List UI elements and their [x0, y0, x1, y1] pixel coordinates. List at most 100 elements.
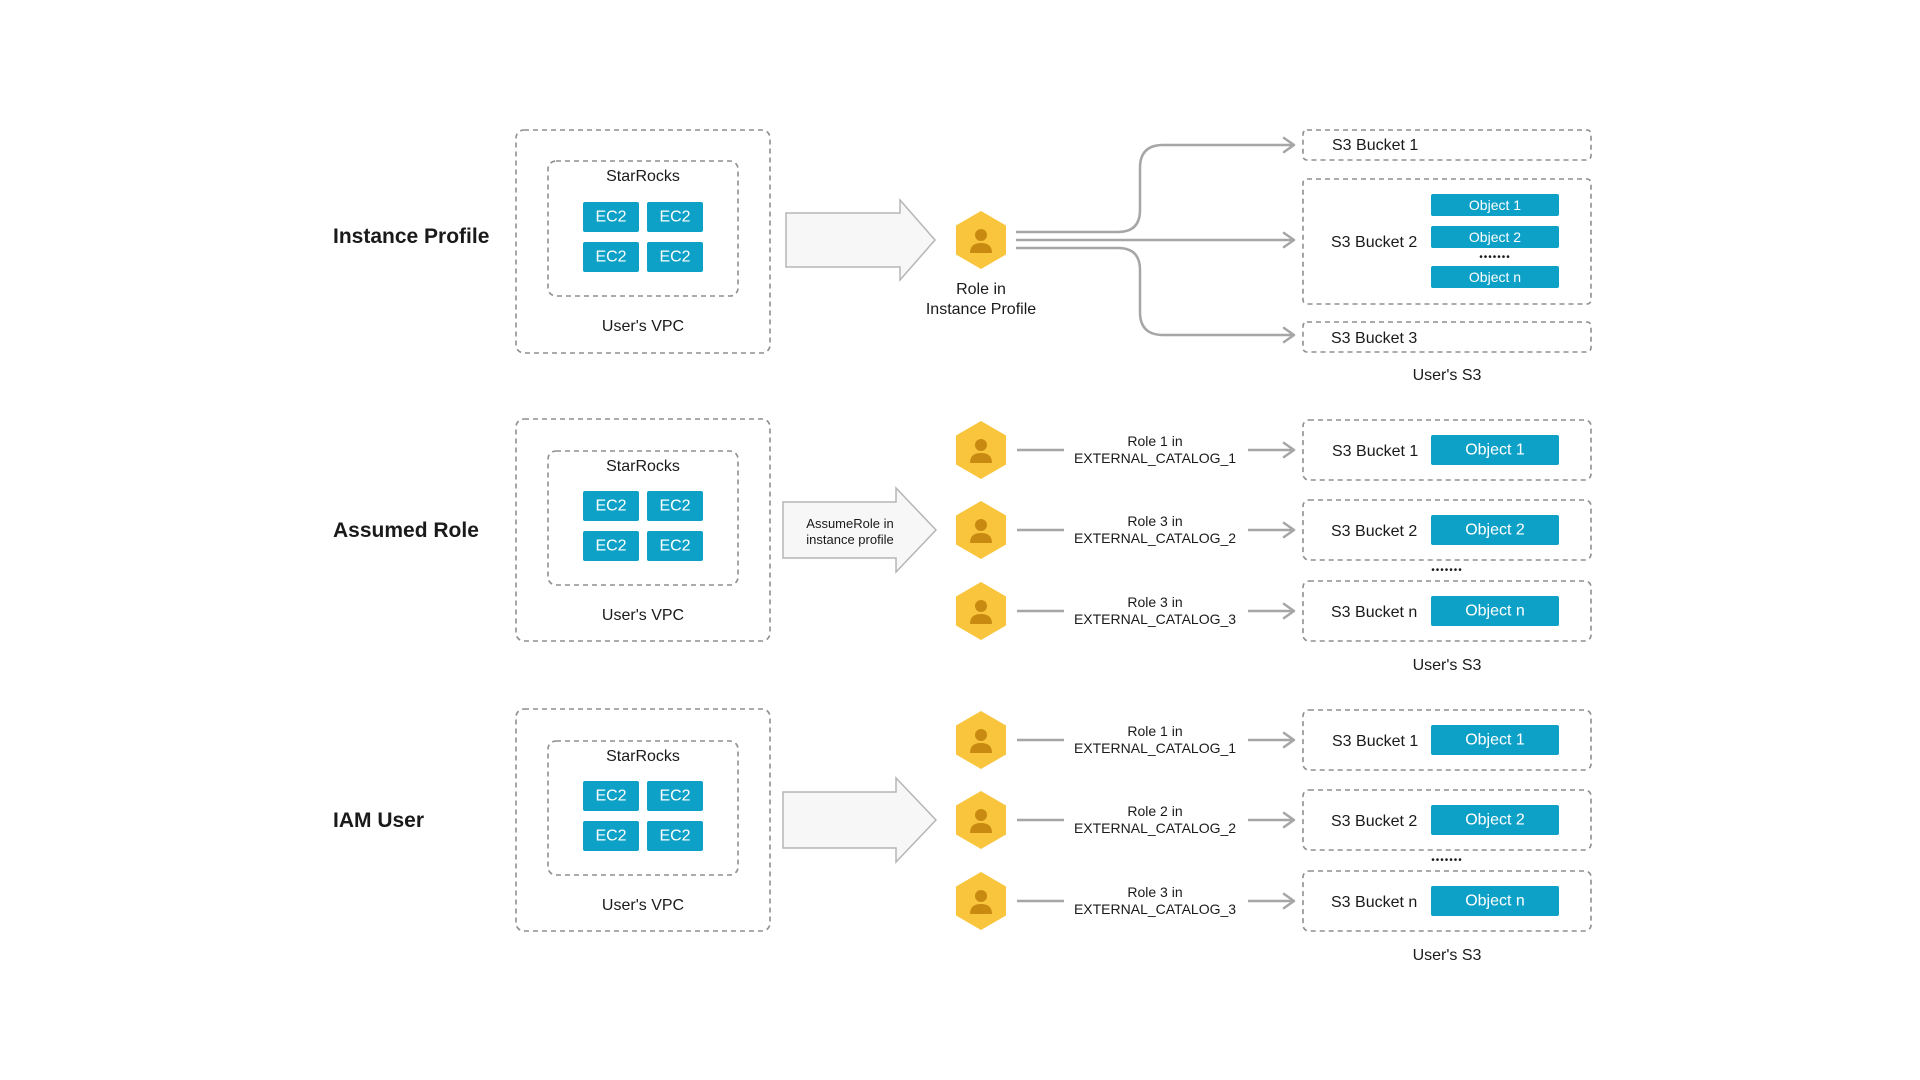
role-label: Role 1 in — [1127, 723, 1182, 739]
section-title: Instance Profile — [333, 225, 489, 248]
svg-text:EC2: EC2 — [595, 209, 626, 226]
vpc-label: User's VPC — [602, 318, 684, 335]
s3-object: Object 2 — [1431, 515, 1559, 545]
svg-text:S3 Bucket 2: S3 Bucket 2 — [1331, 813, 1417, 830]
svg-text:S3 Bucket 1: S3 Bucket 1 — [1332, 443, 1418, 460]
section-instance-profile: Instance Profile StarRocks EC2 EC2 EC2 E… — [333, 129, 1592, 384]
flow-arrow — [785, 198, 936, 282]
role-label: EXTERNAL_CATALOG_1 — [1074, 740, 1236, 756]
svg-text:Object 2: Object 2 — [1469, 229, 1521, 245]
ec2-node: EC2 — [647, 781, 703, 811]
s3-bucket: S3 Bucket 1 — [1302, 129, 1592, 161]
ec2-node: EC2 — [647, 491, 703, 521]
starrocks-box — [547, 740, 739, 876]
s3-label: User's S3 — [1413, 657, 1482, 674]
role-label: Role 3 in — [1127, 594, 1182, 610]
s3-object: Object 2 — [1431, 226, 1559, 248]
user-role-icon — [956, 421, 1006, 479]
role-label: Role 1 in — [1127, 433, 1182, 449]
engine-label: StarRocks — [606, 458, 680, 475]
s3-bucket: S3 Bucket 3 — [1302, 321, 1592, 353]
ec2-node: EC2 — [583, 202, 639, 232]
svg-text:EC2: EC2 — [659, 498, 690, 515]
section-assumed-role: Assumed Role StarRocks EC2 EC2 EC2 EC2 U… — [333, 418, 1592, 674]
vpc-box: StarRocks EC2 EC2 EC2 EC2 User's VPC — [515, 708, 771, 932]
s3-object: Object n — [1431, 596, 1559, 626]
engine-label: StarRocks — [606, 748, 680, 765]
role-label: Role in — [956, 281, 1006, 298]
svg-text:S3 Bucket 1: S3 Bucket 1 — [1332, 137, 1418, 154]
svg-text:EC2: EC2 — [595, 828, 626, 845]
user-role-icon — [956, 791, 1006, 849]
vpc-label: User's VPC — [602, 607, 684, 624]
s3-object: Object n — [1431, 886, 1559, 916]
vpc-box: StarRocks EC2 EC2 EC2 EC2 User's VPC — [515, 418, 771, 642]
s3-bucket: S3 Bucket 2 Object 2 — [1302, 789, 1592, 851]
user-role-icon — [956, 211, 1006, 269]
flow-arrow — [782, 776, 938, 864]
role-label: Instance Profile — [926, 301, 1036, 318]
svg-text:EC2: EC2 — [595, 788, 626, 805]
ellipsis: ••••••• — [1479, 252, 1511, 263]
engine-label: StarRocks — [606, 168, 680, 185]
s3-bucket: S3 Bucket n Object n — [1302, 580, 1592, 642]
ellipsis: ••••••• — [1431, 565, 1463, 576]
ec2-node: EC2 — [647, 821, 703, 851]
svg-text:S3 Bucket 3: S3 Bucket 3 — [1331, 330, 1417, 347]
svg-text:Object 2: Object 2 — [1465, 812, 1525, 829]
s3-object: Object n — [1431, 266, 1559, 288]
svg-text:Object 1: Object 1 — [1469, 197, 1521, 213]
s3-bucket: S3 Bucket 2 Object 2 — [1302, 499, 1592, 561]
role-label: Role 2 in — [1127, 803, 1182, 819]
branch-connectors — [1016, 136, 1296, 344]
svg-text:Object n: Object n — [1465, 603, 1525, 620]
svg-text:EC2: EC2 — [595, 249, 626, 266]
ec2-node: EC2 — [583, 531, 639, 561]
ec2-node: EC2 — [583, 821, 639, 851]
s3-label: User's S3 — [1413, 367, 1482, 384]
section-title: IAM User — [333, 809, 424, 832]
s3-bucket: S3 Bucket 2 Object 1 Object 2 ••••••• Ob… — [1302, 178, 1592, 305]
user-role-icon — [956, 501, 1006, 559]
user-role-icon — [956, 582, 1006, 640]
role-label: Role 3 in — [1127, 884, 1182, 900]
section-title: Assumed Role — [333, 519, 479, 542]
svg-text:Object n: Object n — [1465, 893, 1525, 910]
starrocks-box — [547, 160, 739, 297]
svg-text:EC2: EC2 — [659, 828, 690, 845]
flow-arrow — [782, 486, 938, 574]
arrow-label: instance profile — [806, 532, 893, 547]
role-label: EXTERNAL_CATALOG_1 — [1074, 450, 1236, 466]
s3-bucket: S3 Bucket 1 Object 1 — [1302, 709, 1592, 771]
ec2-node: EC2 — [583, 491, 639, 521]
s3-object: Object 1 — [1431, 725, 1559, 755]
s3-bucket: S3 Bucket n Object n — [1302, 870, 1592, 932]
role-label: Role 3 in — [1127, 513, 1182, 529]
ec2-node: EC2 — [583, 781, 639, 811]
role-label: EXTERNAL_CATALOG_2 — [1074, 820, 1236, 836]
svg-text:S3 Bucket n: S3 Bucket n — [1331, 604, 1417, 621]
svg-text:S3 Bucket 2: S3 Bucket 2 — [1331, 523, 1417, 540]
section-iam-user: IAM User StarRocks EC2 EC2 EC2 EC2 User'… — [333, 708, 1592, 964]
svg-text:Object 1: Object 1 — [1465, 732, 1525, 749]
ec2-node: EC2 — [647, 202, 703, 232]
svg-text:EC2: EC2 — [595, 498, 626, 515]
user-role-icon — [956, 711, 1006, 769]
svg-text:EC2: EC2 — [659, 249, 690, 266]
svg-text:EC2: EC2 — [595, 538, 626, 555]
starrocks-box — [547, 450, 739, 586]
svg-text:Object 1: Object 1 — [1465, 442, 1525, 459]
svg-text:Object n: Object n — [1469, 269, 1521, 285]
svg-text:EC2: EC2 — [659, 538, 690, 555]
s3-label: User's S3 — [1413, 947, 1482, 964]
svg-text:S3 Bucket 1: S3 Bucket 1 — [1332, 733, 1418, 750]
vpc-label: User's VPC — [602, 897, 684, 914]
ec2-node: EC2 — [647, 242, 703, 272]
role-label: EXTERNAL_CATALOG_2 — [1074, 530, 1236, 546]
s3-bucket: S3 Bucket 1 Object 1 — [1302, 419, 1592, 481]
s3-object: Object 1 — [1431, 194, 1559, 216]
svg-text:Object 2: Object 2 — [1465, 522, 1525, 539]
svg-text:EC2: EC2 — [659, 788, 690, 805]
